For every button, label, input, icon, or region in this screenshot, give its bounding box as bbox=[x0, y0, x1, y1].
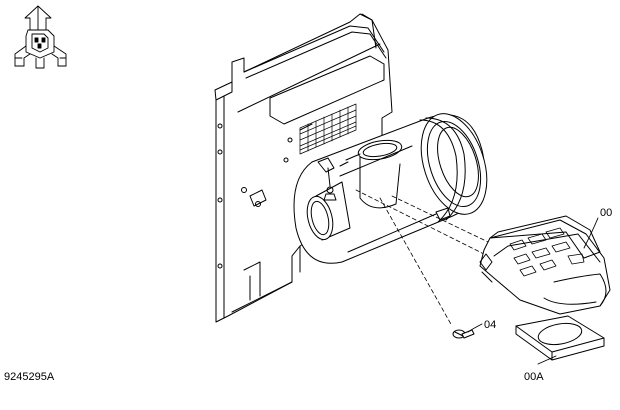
inlet-tube bbox=[357, 139, 403, 209]
part-00-cover bbox=[479, 215, 611, 315]
mounting-bracket-plate bbox=[214, 13, 393, 323]
orientation-indicator-icon bbox=[14, 5, 67, 69]
callout-part-00: 00 bbox=[600, 207, 612, 219]
drawing-number: 9245295A bbox=[4, 371, 55, 383]
part-00a-gasket bbox=[515, 315, 605, 361]
vent-grille bbox=[299, 103, 357, 155]
callout-leaders bbox=[467, 217, 599, 365]
callout-part-04: 04 bbox=[484, 319, 496, 331]
air-cleaner-body bbox=[293, 113, 488, 264]
part-04-screw bbox=[452, 329, 475, 339]
outlet-tube bbox=[306, 181, 351, 241]
restriction-indicator bbox=[317, 153, 361, 201]
callout-part-00a: 00A bbox=[524, 371, 544, 383]
